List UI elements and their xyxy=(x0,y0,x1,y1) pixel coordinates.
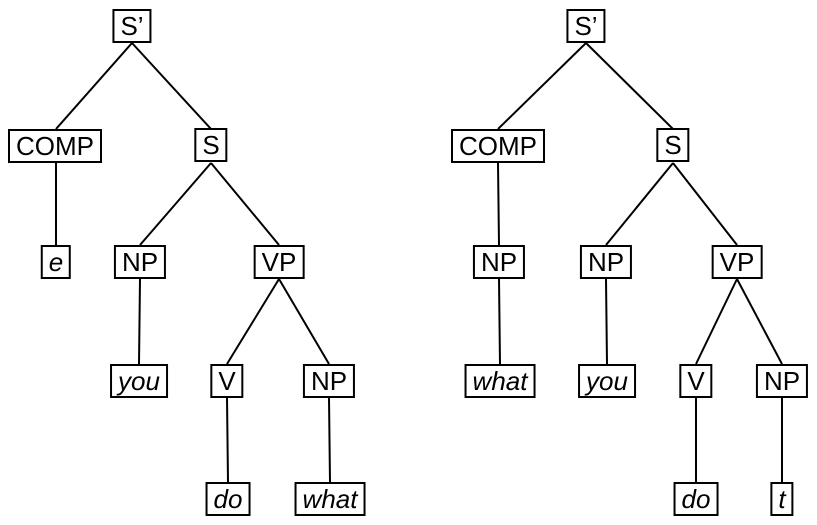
left-node-word-you: you xyxy=(110,364,168,398)
left-node-word-what: what xyxy=(294,482,366,516)
left-node-v: V xyxy=(210,364,244,398)
right-node-vp: VP xyxy=(711,245,763,279)
left-node-vp: VP xyxy=(253,245,305,279)
right-node-word-do: do xyxy=(673,482,719,516)
right-node-word-what: what xyxy=(464,364,536,398)
right-node-np-subject: NP xyxy=(579,245,633,279)
left-node-np-subject: NP xyxy=(113,245,167,279)
right-node-s-prime: S’ xyxy=(566,9,606,43)
left-node-np-object: NP xyxy=(302,364,356,398)
left-node-empty-e: e xyxy=(40,245,72,279)
right-node-np-object: NP xyxy=(755,364,809,398)
left-node-word-do: do xyxy=(205,482,251,516)
left-node-s: S xyxy=(194,128,228,162)
left-node-comp: COMP xyxy=(8,129,102,163)
right-node-trace-t: t xyxy=(770,482,794,516)
right-node-word-you: you xyxy=(578,364,636,398)
right-node-comp-np: NP xyxy=(472,245,526,279)
right-node-v: V xyxy=(679,364,713,398)
left-node-s-prime: S’ xyxy=(112,9,152,43)
right-node-s: S xyxy=(656,128,690,162)
right-node-comp: COMP xyxy=(451,129,545,163)
